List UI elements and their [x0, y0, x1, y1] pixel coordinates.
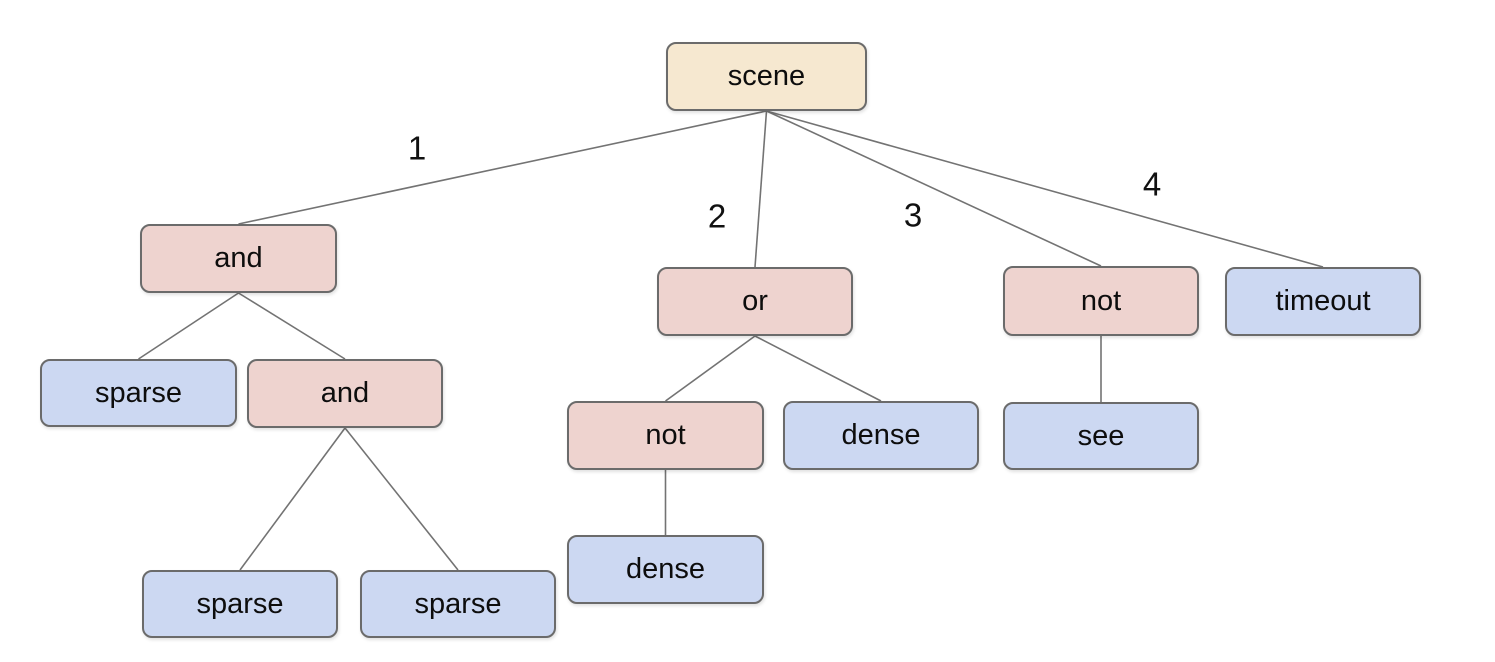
edge-label-2: 2	[707, 197, 727, 235]
tree-node-and-2: and	[247, 359, 443, 428]
tree-node-label: sparse	[94, 376, 183, 409]
tree-node-dense-2: dense	[567, 535, 764, 604]
tree-node-sparse-3: sparse	[360, 570, 556, 638]
tree-edge-and-1-sparse-1	[138, 292, 239, 360]
tree-node-label: timeout	[1275, 285, 1371, 317]
tree-edge-scene-or-1	[754, 110, 768, 268]
tree-edge-and-1-and-2	[238, 292, 346, 360]
tree-node-scene: scene	[666, 42, 867, 111]
edge-label-4: 4	[1142, 165, 1162, 203]
tree-node-label: sparse	[414, 587, 502, 620]
tree-edge-scene-timeout-1	[766, 110, 1324, 268]
tree-node-label: not	[645, 419, 686, 451]
tree-edge-or-1-dense-1	[754, 335, 882, 402]
tree-node-not-1: not	[1003, 266, 1199, 336]
tree-edge-scene-and-1	[238, 110, 767, 225]
tree-node-label: scene	[727, 60, 806, 92]
tree-node-sparse-1: sparse	[40, 359, 237, 427]
tree-node-dense-1: dense	[783, 401, 979, 470]
tree-node-see-1: see	[1003, 402, 1199, 470]
tree-edge-or-1-not-2	[665, 335, 756, 402]
edge-label-1: 1	[407, 129, 427, 167]
tree-node-timeout-1: timeout	[1225, 267, 1421, 336]
tree-edge-scene-not-1	[766, 110, 1102, 267]
tree-edge-and-2-sparse-2	[239, 427, 346, 571]
tree-node-label: and	[214, 242, 263, 274]
tree-node-label: see	[1077, 419, 1125, 452]
tree-edge-and-2-sparse-3	[344, 427, 459, 571]
tree-node-sparse-2: sparse	[142, 570, 338, 638]
tree-node-label: dense	[625, 553, 705, 585]
tree-node-label: and	[320, 377, 370, 409]
tree-node-or-1: or	[657, 267, 853, 336]
tree-node-label: sparse	[196, 587, 284, 620]
tree-node-label: dense	[841, 419, 921, 451]
tree-node-and-1: and	[140, 224, 337, 293]
tree-node-label: or	[742, 285, 768, 317]
tree-node-label: not	[1080, 284, 1122, 317]
edge-label-3: 3	[903, 196, 923, 234]
tree-node-not-2: not	[567, 401, 764, 470]
